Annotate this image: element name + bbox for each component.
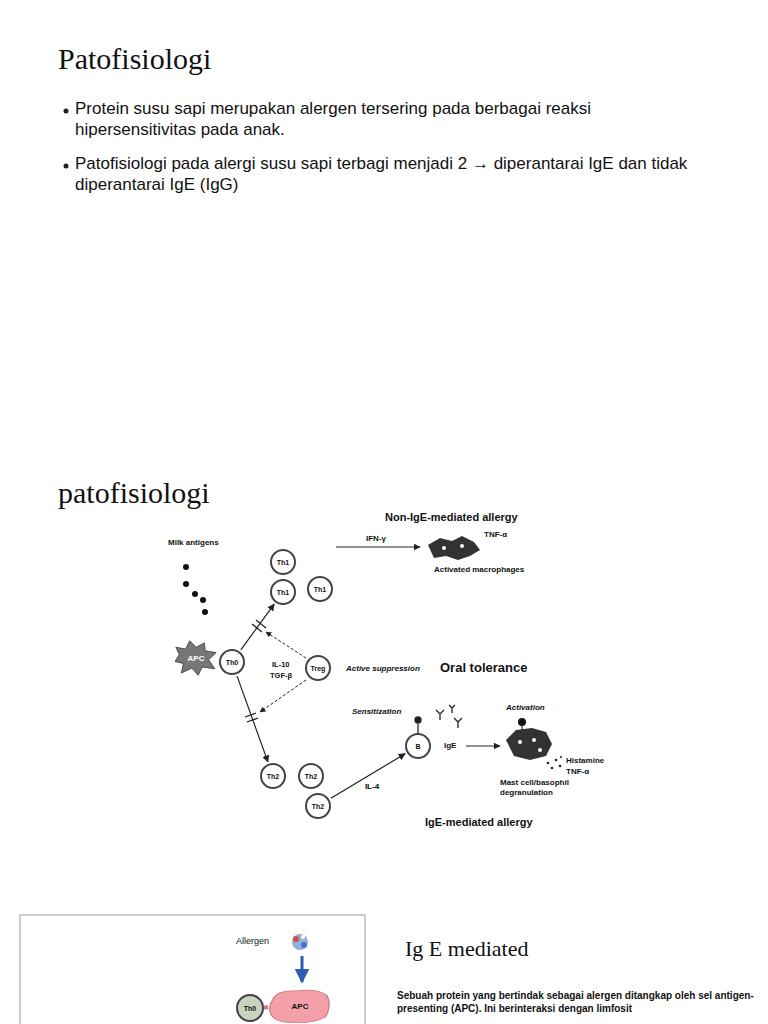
th-cell-circle: Th1 <box>307 576 333 602</box>
cytokine-label: TNF-α <box>484 530 507 539</box>
bullet-text: Protein susu sapi merupakan alergen ters… <box>75 98 675 141</box>
figure-panel <box>20 915 365 1024</box>
cell-name: Th1 <box>314 586 326 593</box>
cell-name: Th1 <box>277 559 289 566</box>
antibody-label: IgE <box>444 741 456 750</box>
connector-arrow <box>331 754 405 799</box>
antigen-dots <box>183 564 208 615</box>
th-cell-circle: Th0 <box>236 994 264 1022</box>
process-label: Active suppression <box>346 664 420 673</box>
cell-name: Th2 <box>267 773 279 780</box>
treg-cell-circle: Treg <box>305 655 331 681</box>
cell-name: APC <box>292 1002 309 1011</box>
antibody <box>415 705 462 734</box>
cell-name: APC <box>188 654 205 663</box>
connector-arrow <box>237 676 268 762</box>
process-label: Sensitization <box>352 707 401 716</box>
slide-title: Patofisiologi <box>58 42 211 76</box>
connector-arrow <box>241 604 274 650</box>
cell-name: Treg <box>311 665 326 672</box>
th-cell-circle: Th0 <box>219 649 245 675</box>
bullet-text: Patofisiologi pada alergi susu sapi terb… <box>75 153 715 196</box>
diagram-heading: IgE-mediated allergy <box>425 816 533 828</box>
apc-cell: APC <box>175 640 217 676</box>
th-cell-circle: Th1 <box>270 579 296 605</box>
diagram-heading: Non-IgE-mediated allergy <box>385 511 518 523</box>
slide-heading: patofisiologi <box>58 476 210 510</box>
arrow <box>336 546 420 547</box>
th-cell-circle: Th1 <box>270 549 296 575</box>
suppression-arrow <box>260 632 306 712</box>
mediator-label: Histamine <box>566 756 604 765</box>
th-cell-circle: Th2 <box>298 763 324 789</box>
antigen-label: Milk antigens <box>168 538 219 547</box>
cell-name: B <box>415 743 420 750</box>
th-cell-circle: Th2 <box>305 793 331 819</box>
connector-arrow <box>264 1005 268 1009</box>
allergen-icon <box>292 934 308 950</box>
arrow <box>466 745 500 746</box>
allergen-label: Allergen <box>236 936 269 946</box>
process-label: Oral tolerance <box>440 660 527 675</box>
cytokine-label: IL-10 <box>272 660 290 669</box>
cell-name: Th0 <box>244 1005 256 1012</box>
cell-name: Th2 <box>312 803 324 810</box>
mediator-label: TNF-α <box>566 767 589 776</box>
arrow <box>301 956 304 982</box>
b-cell-circle: B <box>405 733 431 759</box>
mast-cell <box>506 718 562 769</box>
macrophage <box>428 536 480 560</box>
cytokine-label: IFN-γ <box>366 534 386 543</box>
cell-name: Th2 <box>305 773 317 780</box>
cytokine-label: TGF-β <box>270 671 292 680</box>
cell-name: Th0 <box>226 659 238 666</box>
apc-cell: APC <box>268 988 332 1024</box>
th-cell-circle: Th2 <box>260 763 286 789</box>
body-text: Sebuah protein yang bertindak sebagai al… <box>397 990 765 1015</box>
bullet <box>64 164 69 169</box>
cell-name: Th1 <box>277 589 289 596</box>
process-label: Activation <box>506 703 545 712</box>
bullet <box>64 109 69 114</box>
cell-label: Activated macrophages <box>434 565 524 574</box>
section-heading: Ig E mediated <box>405 936 528 962</box>
cell-label: Mast cell/basophil degranulation <box>500 778 590 798</box>
edge-label: IL-4 <box>364 782 380 791</box>
